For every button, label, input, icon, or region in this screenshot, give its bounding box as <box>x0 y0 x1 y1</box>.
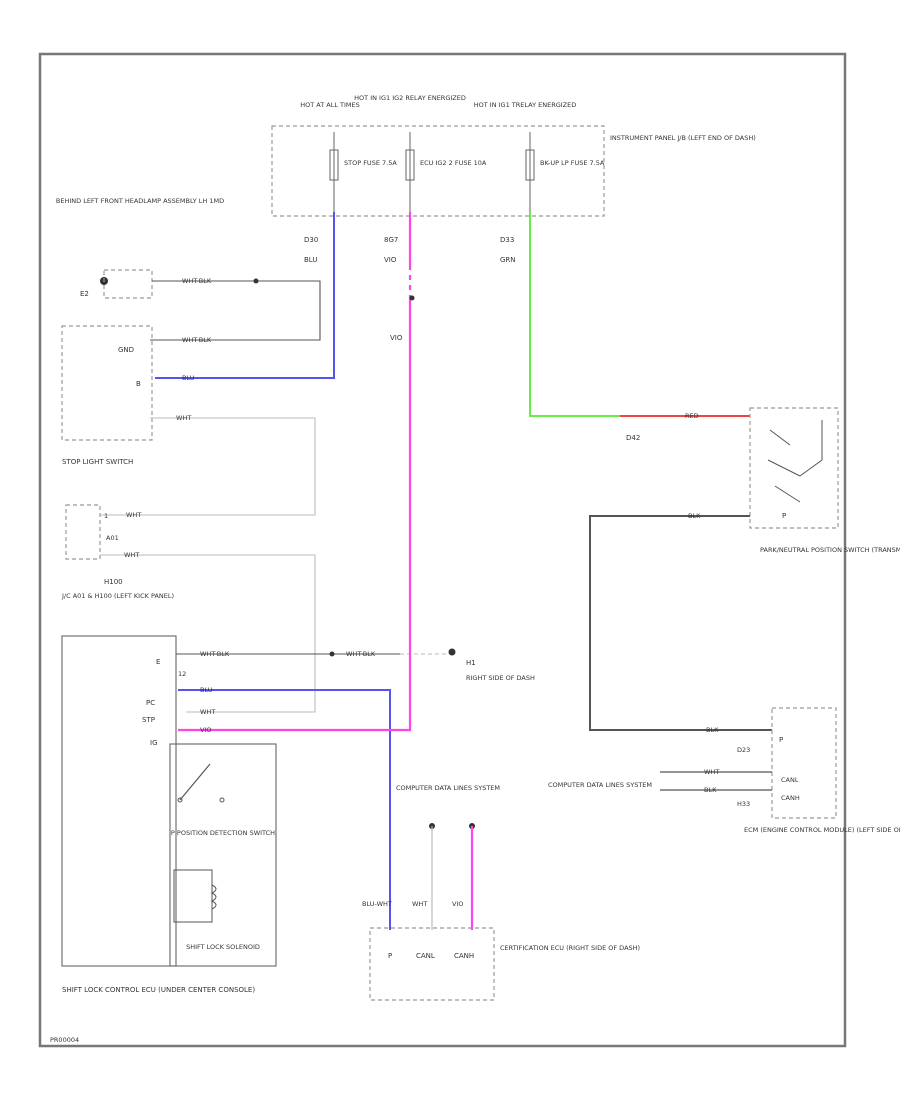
splice-location: J/C A01 & H100 (LEFT KICK PANEL) <box>61 592 174 600</box>
wire-label-blu-stop: BLU <box>182 374 195 382</box>
fuse-bkup-label: BK-UP LP FUSE 7.5A <box>540 159 605 167</box>
shift-lock-num-12: 12 <box>178 670 186 678</box>
wire-label-blu-top: BLU <box>304 256 317 264</box>
connector-d33: D33 <box>500 236 514 244</box>
stop-switch-pin-b: B <box>136 380 141 388</box>
ground-e2-label: E2 <box>80 290 89 298</box>
park-neutral-name: PARK/NEUTRAL POSITION SWITCH (TRANSMISSI… <box>760 546 900 554</box>
hot-ig1-label: HOT IN IG1 TRELAY ENERGIZED <box>474 101 577 109</box>
wire-blk <box>589 515 772 731</box>
wire-label-wht-3: WHT <box>124 551 139 559</box>
wire-label-wht-stp: WHT <box>200 708 215 716</box>
ground-h1-location: RIGHT SIDE OF DASH <box>466 674 535 682</box>
wire-vio-ig <box>178 212 412 732</box>
park-neutral-switch: P PARK/NEUTRAL POSITION SWITCH (TRANSMIS… <box>749 407 900 554</box>
wire-blu-stop <box>155 212 335 379</box>
wire-label-blu-pc: BLU <box>200 686 213 694</box>
wire-label-grn: GRN <box>500 256 516 264</box>
shift-lock-pin-e: E <box>156 658 160 666</box>
wire-label-blk-1: BLK <box>688 512 701 520</box>
fuse-stop-label: STOP FUSE 7.5A <box>344 159 397 167</box>
hot-at-all-times-label: HOT AT ALL TIMES <box>300 101 360 109</box>
splice-name: H100 <box>104 578 123 586</box>
stop-light-switch: GND B STOP LIGHT SWITCH <box>61 325 153 466</box>
ecm: P D23 CANL CANH H33 ECM (ENGINE CONTROL … <box>737 707 900 834</box>
ecm-pin-canh: CANH <box>781 794 800 802</box>
splice-h100: 1 A01 H100 J/C A01 & H100 (LEFT KICK PAN… <box>61 504 174 600</box>
shift-lock-pin-stp: STP <box>142 716 155 724</box>
wire-label-wht-cert: WHT <box>412 900 427 908</box>
fuse-stop: STOP FUSE 7.5A <box>329 132 397 212</box>
fuse-ecu-ig2-label: ECU IG2 2 FUSE 10A <box>420 159 487 167</box>
splice-connector: A01 <box>106 534 119 542</box>
ground-e2: BEHIND LEFT FRONT HEADLAMP ASSEMBLY LH 1… <box>56 197 224 299</box>
stop-switch-pin-gnd: GND <box>118 346 134 354</box>
cert-pin-canl: CANL <box>416 952 435 960</box>
wire-label-wht-2: WHT <box>126 511 141 519</box>
hot-ig2-label: HOT IN IG1 IG2 RELAY ENERGIZED <box>354 94 466 102</box>
detection-switch-label: P POSITION DETECTION SWITCH <box>171 829 275 837</box>
connector-d42: D42 <box>626 434 640 442</box>
wire-label-vio-ig: VIO <box>200 726 211 734</box>
wire-label-wht-1: WHT <box>176 414 191 422</box>
splice-pin-1: 1 <box>104 512 108 520</box>
wire-grn <box>529 212 620 417</box>
footer-code: PR00004 <box>50 1036 79 1044</box>
shift-lock-pin-pc: PC <box>146 699 155 707</box>
instrument-panel-label: INSTRUMENT PANEL J/B (LEFT END OF DASH) <box>610 134 756 142</box>
wire-label-wht-blk-3: WHT-BLK <box>200 650 230 658</box>
cert-pin-canh: CANH <box>454 952 474 960</box>
ecm-conn1: D23 <box>737 746 750 754</box>
fuse-bkup: BK-UP LP FUSE 7.5A <box>525 132 605 212</box>
cert-ecu-name: CERTIFICATION ECU (RIGHT SIDE OF DASH) <box>500 944 640 952</box>
certification-ecu: P CANL CANH CERTIFICATION ECU (RIGHT SID… <box>369 927 640 1001</box>
diagram-frame <box>38 52 847 1048</box>
wire-label-wht-ecm: WHT <box>704 768 719 776</box>
fuse-ecu-ig2: ECU IG2 2 FUSE 10A <box>405 132 487 212</box>
wire-label-wht-blk-1: WHT-BLK <box>182 277 212 285</box>
wire-blu-pc <box>178 689 391 930</box>
cert-pin-p: P <box>388 952 392 960</box>
wire-label-blu-wht: BLU-WHT <box>362 900 392 908</box>
solenoid-label: SHIFT LOCK SOLENOID <box>186 943 260 951</box>
ground-h1-label: H1 <box>466 659 476 667</box>
ecm-name: ECM (ENGINE CONTROL MODULE) (LEFT SIDE O… <box>744 826 900 834</box>
ecm-conn2: H33 <box>737 800 750 808</box>
wire-label-vio-cert: VIO <box>452 900 463 908</box>
wire-label-vio-top: VIO <box>384 256 397 264</box>
connector-8g7: 8G7 <box>384 236 398 244</box>
connector-d30: D30 <box>304 236 318 244</box>
shift-lock-name: SHIFT LOCK CONTROL ECU (UNDER CENTER CON… <box>62 986 255 994</box>
shift-lock-ecu: E 12 PC STP IG P POSITION DETECTION SWIT… <box>61 635 277 994</box>
wire-label-wht-blk-4: WHT-BLK <box>346 650 376 658</box>
ecm-pin-p: P <box>779 736 783 744</box>
shift-lock-pin-ig: IG <box>150 739 158 747</box>
ecm-pin-canl: CANL <box>781 776 799 784</box>
wire-label-blk-ecm: BLK <box>704 786 717 794</box>
wire-label-vio-mid: VIO <box>390 334 403 342</box>
data-lines-left-label: COMPUTER DATA LINES SYSTEM <box>548 781 652 789</box>
wire-label-red: RED <box>685 412 699 420</box>
park-neutral-pin-p: P <box>782 512 786 520</box>
data-lines-center-label: COMPUTER DATA LINES SYSTEM <box>396 784 500 792</box>
wire-label-blk-2: BLK <box>706 726 719 734</box>
wire-label-wht-blk-2: WHT-BLK <box>182 336 212 344</box>
instrument-panel-jb: HOT AT ALL TIMES HOT IN IG1 IG2 RELAY EN… <box>271 94 756 217</box>
stop-switch-name: STOP LIGHT SWITCH <box>62 458 133 466</box>
ground-e2-location: BEHIND LEFT FRONT HEADLAMP ASSEMBLY LH 1… <box>56 197 224 205</box>
